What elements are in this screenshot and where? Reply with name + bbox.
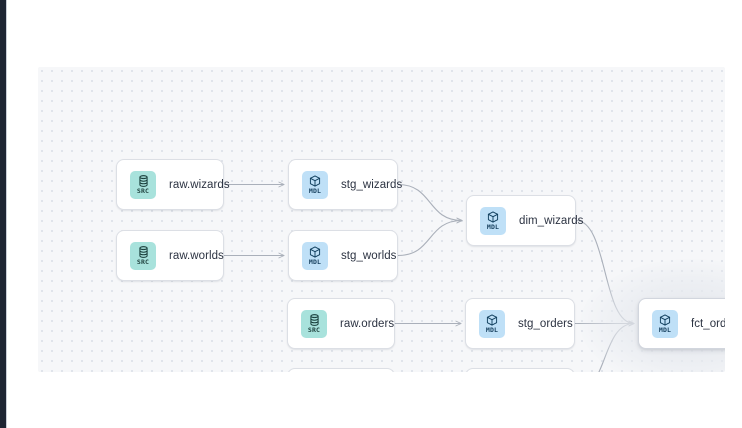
edge-stg-worlds-to-dim-wizards [397,221,462,257]
node-type-badge-src: SRC [130,241,156,270]
edge-dim-wizards-to-fct-orders [575,219,634,324]
cube-icon [486,314,498,326]
node-type-badge-label: MDL [308,257,322,266]
edge-stg-wizards-to-dim-wizards [397,183,462,221]
cube-icon [309,175,321,187]
graph-node-stg-orders[interactable]: MDL stg_orders [465,298,575,349]
node-type-badge-label: SRC [307,325,321,334]
node-type-badge-label: SRC [136,186,150,195]
node-type-badge-label: MDL [486,222,500,231]
node-label: fct_orders [691,317,725,330]
graph-node-raw-orders[interactable]: SRC raw.orders [287,298,395,349]
graph-node-fct-orders[interactable]: MDL fct_orders [638,298,725,349]
edge-stg-wands-to-fct-orders [598,324,634,372]
node-type-badge-src: SRC [130,170,156,199]
database-icon [138,245,149,258]
node-label: stg_worlds [341,249,397,262]
cube-icon [659,314,671,326]
database-icon [309,313,320,326]
node-type-badge-mdl: MDL [302,170,328,199]
node-label: stg_orders [518,317,573,330]
node-type-badge-label: MDL [658,325,672,334]
rail-seam-divider [6,0,7,428]
node-label: raw.wizards [169,178,230,191]
cube-icon [309,246,321,258]
node-type-badge-label: MDL [485,325,499,334]
node-type-badge-label: MDL [308,186,322,195]
node-type-badge-label: SRC [136,257,150,266]
node-label: raw.orders [340,317,395,330]
node-type-badge-mdl: MDL [480,206,506,235]
graph-node-raw-wizards[interactable]: SRC raw.wizards [116,159,230,210]
node-label: stg_wizards [341,178,403,191]
app-rail [0,0,6,428]
node-label: raw.worlds [169,249,224,262]
node-type-badge-mdl: MDL [652,309,678,338]
node-type-badge-mdl: MDL [479,309,505,338]
database-icon [138,174,149,187]
node-type-badge-src: SRC [301,309,327,338]
node-label: dim_wizards [519,214,584,227]
graph-node-stg-worlds[interactable]: MDL stg_worlds [288,230,398,281]
graph-node-raw-worlds[interactable]: SRC raw.worlds [116,230,224,281]
cube-icon [487,211,499,223]
graph-node-stg-wizards[interactable]: MDL stg_wizards [288,159,402,210]
node-type-badge-mdl: MDL [302,241,328,270]
graph-node-dim-wizards[interactable]: MDL dim_wizards [466,195,583,246]
